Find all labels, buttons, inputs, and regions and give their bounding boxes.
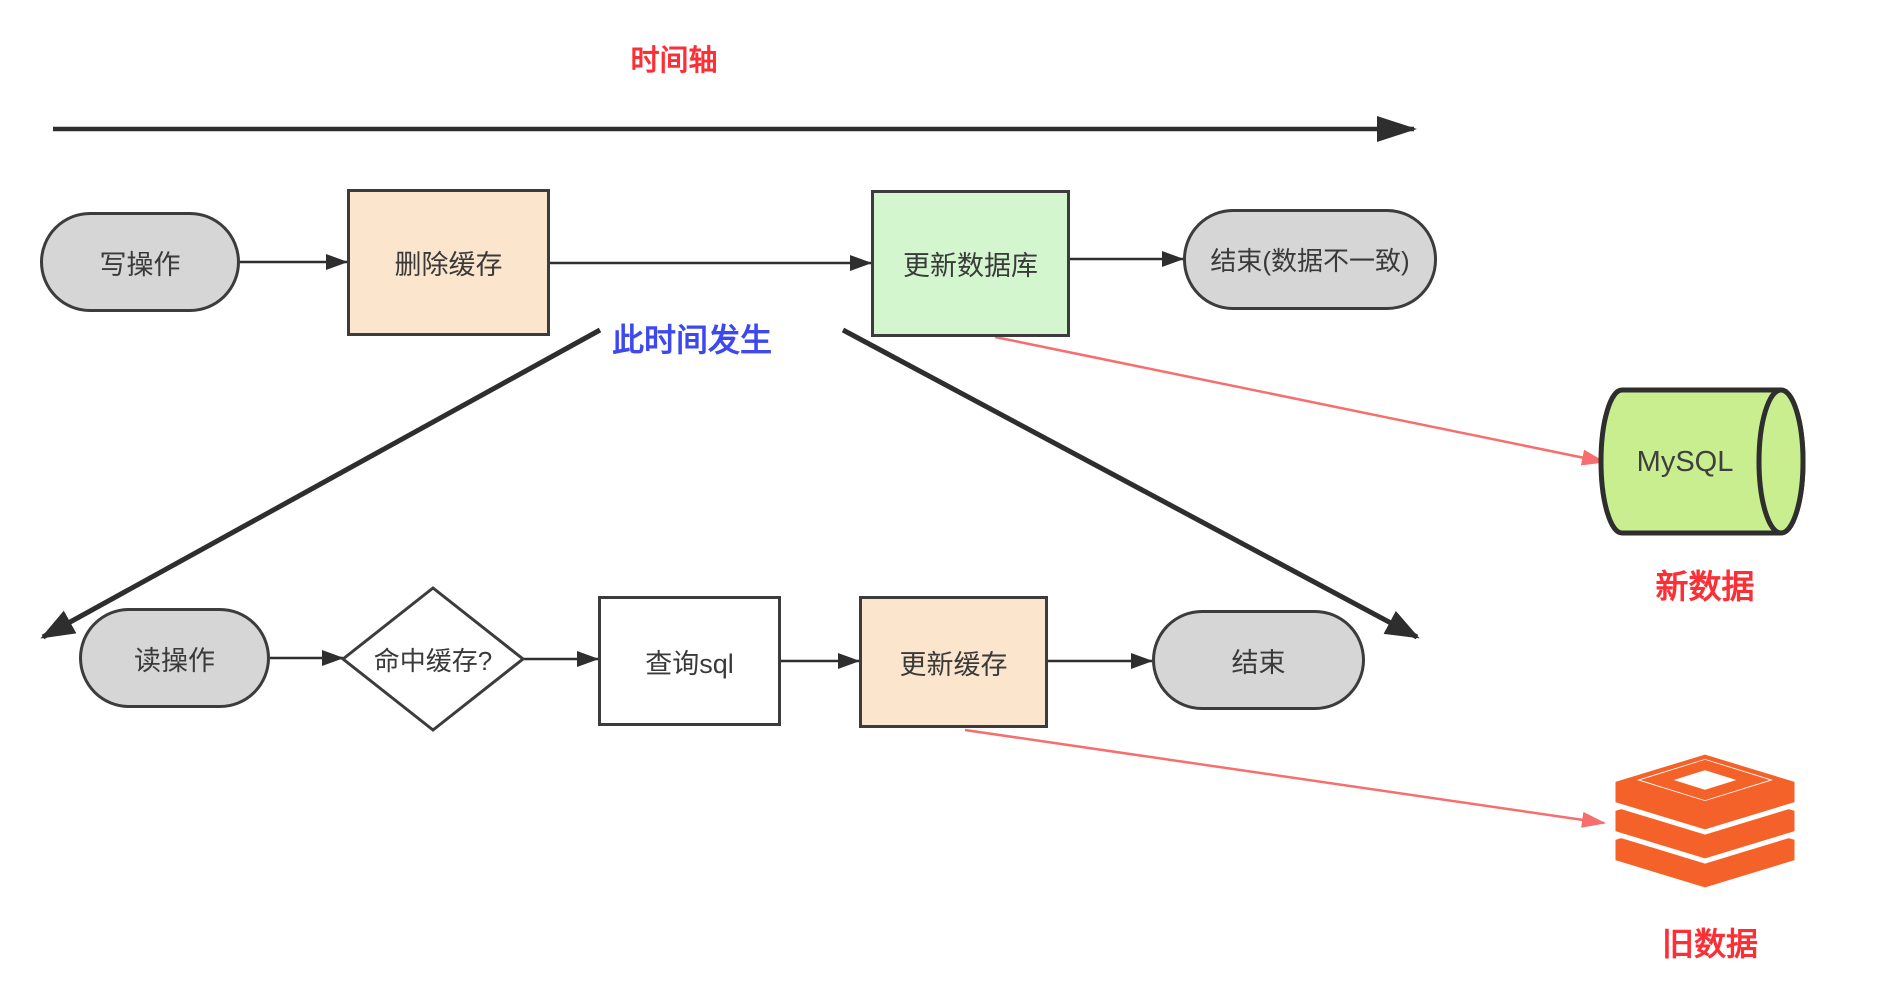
node-update-database: 更新数据库 xyxy=(871,190,1070,337)
arrow-time-gap-right xyxy=(841,327,1420,640)
node-write-operation: 写操作 xyxy=(40,212,240,312)
mysql-caption-new-data: 新数据 xyxy=(1655,568,1755,605)
node-query-sql: 查询sql xyxy=(598,596,781,726)
node-hit-cache-decision-label: 命中缓存? xyxy=(373,645,493,676)
timeline-title: 时间轴 xyxy=(630,45,718,77)
arrow-time-gap-left xyxy=(40,327,602,640)
mysql-cylinder-icon xyxy=(1598,387,1806,536)
time-gap-annotation: 此时间发生 xyxy=(611,322,772,358)
decision-diamond-shape xyxy=(340,586,526,732)
redis-caption-old-data: 旧数据 xyxy=(1661,926,1758,962)
node-read-operation: 读操作 xyxy=(79,608,270,708)
arrow-update-cache-to-redis xyxy=(964,728,1606,828)
node-end-read: 结束 xyxy=(1152,610,1365,710)
arrow-update-db-to-mysql xyxy=(994,335,1606,466)
node-delete-cache: 删除缓存 xyxy=(347,189,550,336)
node-end-inconsistent: 结束(数据不一致) xyxy=(1183,209,1437,310)
redis-icon xyxy=(1610,749,1800,893)
node-update-cache: 更新缓存 xyxy=(859,596,1048,728)
mysql-label: MySQL xyxy=(1636,445,1734,478)
